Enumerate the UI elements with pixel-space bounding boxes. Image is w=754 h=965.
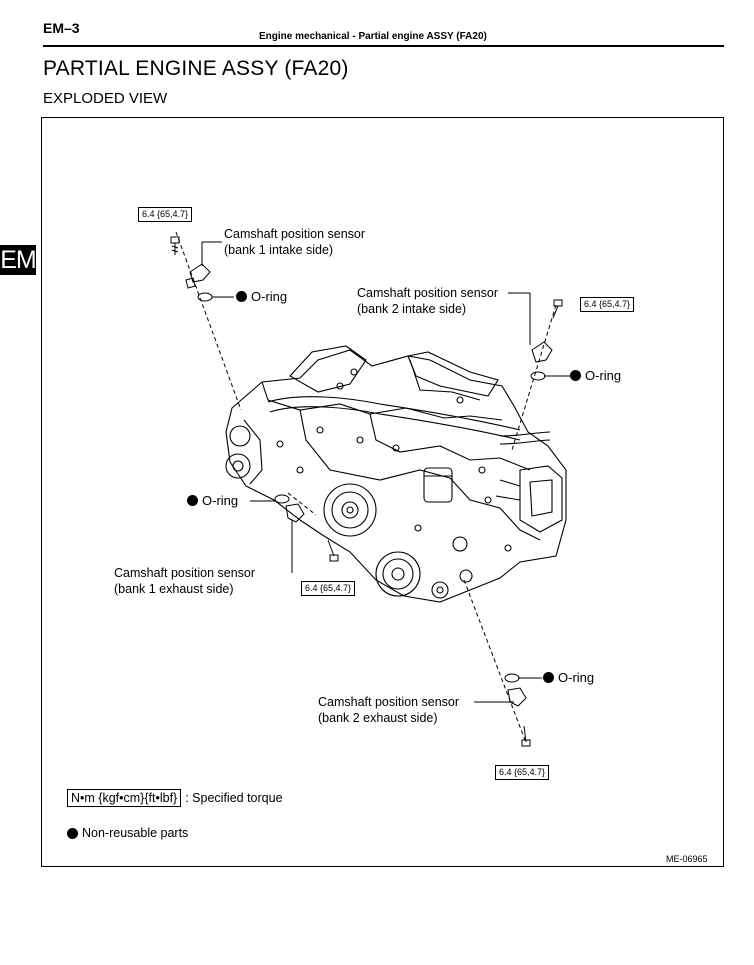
bolt-bank2-exhaust (521, 725, 531, 747)
oring-bank1-intake (197, 292, 213, 302)
bolt-bank2-intake (552, 299, 563, 319)
oring-bank1-exhaust (274, 494, 290, 504)
legend-torque: N•m {kgf•cm}{ft•lbf} : Specified torque (67, 789, 283, 807)
figure-frame (41, 117, 724, 867)
oring-label-bank1-exhaust: O-ring (187, 493, 238, 508)
legend-nonreusable: Non-reusable parts (67, 826, 188, 840)
assembly-guide-lines (175, 231, 557, 741)
oring-label-bank1-intake: O-ring (236, 289, 287, 304)
header-rule (43, 45, 724, 47)
page-number: EM–3 (43, 20, 80, 36)
torque-value-bank1-exhaust: 6.4 {65,4.7} (301, 581, 356, 596)
sensor-bank2-intake (531, 341, 553, 363)
figure-id: ME-06965 (666, 854, 708, 864)
nonreusable-dot-icon (67, 827, 78, 839)
engine-block (225, 345, 567, 603)
sensor-label-bank2-exhaust: Camshaft position sensor (bank 2 exhaust… (318, 695, 460, 725)
torque-legend-text: : Specified torque (185, 791, 283, 805)
oring-label-bank2-intake: O-ring (570, 368, 621, 383)
oring-bank2-exhaust (504, 673, 520, 683)
bolt-bank1-exhaust (327, 539, 339, 562)
oring-bank2-intake (530, 371, 546, 381)
sensor-label-bank2-intake: Camshaft position sensor (bank 2 intake … (357, 286, 499, 316)
nonreusable-dot-icon (543, 672, 554, 683)
sensor-label-bank1-exhaust: Camshaft position sensor (bank 1 exhaust… (114, 566, 256, 596)
torque-value-bank2-intake: 6.4 {65,4.7} (580, 297, 635, 312)
nonreusable-dot-icon (187, 495, 198, 506)
sensor-bank1-exhaust (285, 503, 305, 523)
torque-value-bank1-intake: 6.4 {65,4.7} (138, 207, 193, 222)
nonreusable-legend-text: Non-reusable parts (82, 826, 189, 840)
running-header: Engine mechanical - Partial engine ASSY … (259, 31, 487, 42)
sensor-bank2-exhaust (507, 687, 527, 707)
bolt-bank1-intake (170, 236, 180, 255)
sensor-bank1-intake (185, 263, 211, 289)
oring-label-bank2-exhaust: O-ring (543, 670, 594, 685)
section-title: EXPLODED VIEW (43, 90, 168, 107)
label-leader-lines (201, 241, 570, 703)
nonreusable-dot-icon (236, 291, 247, 302)
sensor-label-bank1-intake: Camshaft position sensor (bank 1 intake … (224, 227, 366, 257)
nonreusable-dot-icon (570, 370, 581, 381)
page-title: PARTIAL ENGINE ASSY (FA20) (43, 57, 349, 80)
side-tab: EM (0, 245, 37, 275)
torque-units-box: N•m {kgf•cm}{ft•lbf} (67, 789, 182, 807)
torque-value-bank2-exhaust: 6.4 {65,4.7} (495, 765, 550, 780)
